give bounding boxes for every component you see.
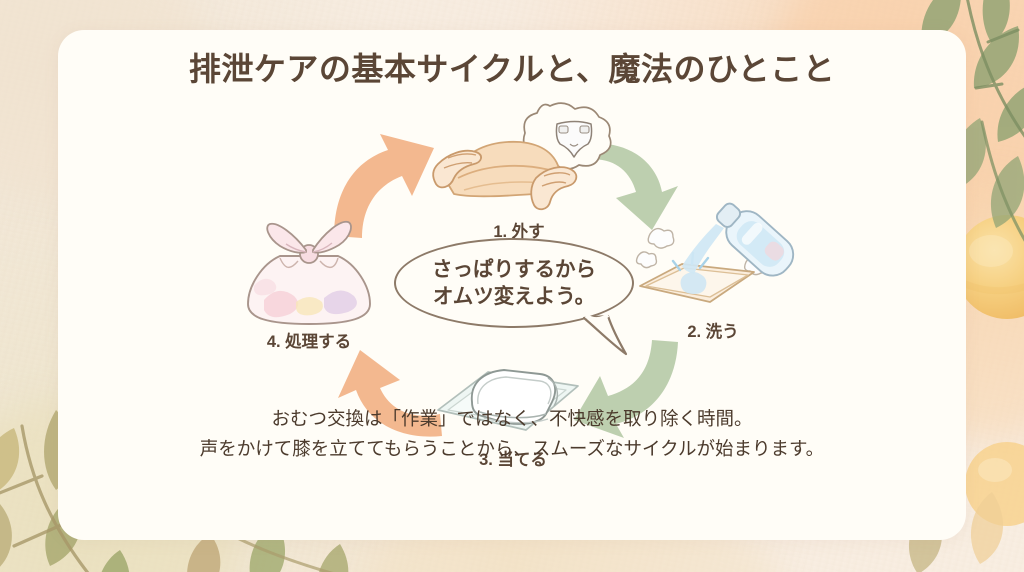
arrow-step2-to-step3	[570, 336, 685, 446]
arrow-step3-to-step4	[330, 340, 445, 450]
magic-phrase-line-1: さっぱりするから	[432, 257, 596, 281]
bottle-pouring-water-icon	[628, 198, 798, 316]
tied-disposal-bag-icon	[224, 208, 394, 326]
cycle-step-3-label: 3. 当てる	[479, 451, 547, 469]
folded-pad-on-sheet-icon	[428, 348, 598, 444]
caption-line-1: おむつ交換は「作業」ではなく、不快感を取り除く時間。	[271, 408, 753, 429]
cycle-step-1-label: 1. 外す	[493, 223, 545, 241]
arrow-step1-to-step2	[582, 126, 692, 241]
orange-fruit-icon	[955, 205, 1024, 355]
cycle-step-3: 3. 当てる	[428, 348, 598, 470]
caption-block: おむつ交換は「作業」ではなく、不快感を取り除く時間。 声をかけて膝を立ててもらう…	[0, 404, 1024, 464]
cycle-step-4-label: 4. 処理する	[266, 333, 352, 351]
care-cycle-diagram: 1. 外す	[58, 30, 966, 540]
magic-phrase-bubble: さっぱりするから オムツ変えよう。	[394, 238, 634, 328]
speech-bubble-tail	[582, 313, 636, 360]
cycle-step-1: 1. 外す	[424, 98, 614, 242]
cycle-step-4: 4. 処理する	[224, 208, 394, 352]
cycle-step-2: 2. 洗う	[628, 198, 798, 342]
caption-line-2: 声をかけて膝を立ててもらうことから、スムーズなサイクルが始まります。	[199, 437, 825, 459]
cycle-step-2-label: 2. 洗う	[687, 323, 739, 341]
page-title: 排泄ケアの基本サイクルと、魔法のひとこと	[188, 51, 836, 87]
magic-phrase-text: さっぱりするから オムツ変えよう。	[432, 256, 596, 310]
arrow-step4-to-step1	[330, 128, 445, 243]
hands-removing-diaper-icon	[424, 98, 614, 216]
magic-phrase-line-2: オムツ変えよう。	[432, 285, 596, 308]
